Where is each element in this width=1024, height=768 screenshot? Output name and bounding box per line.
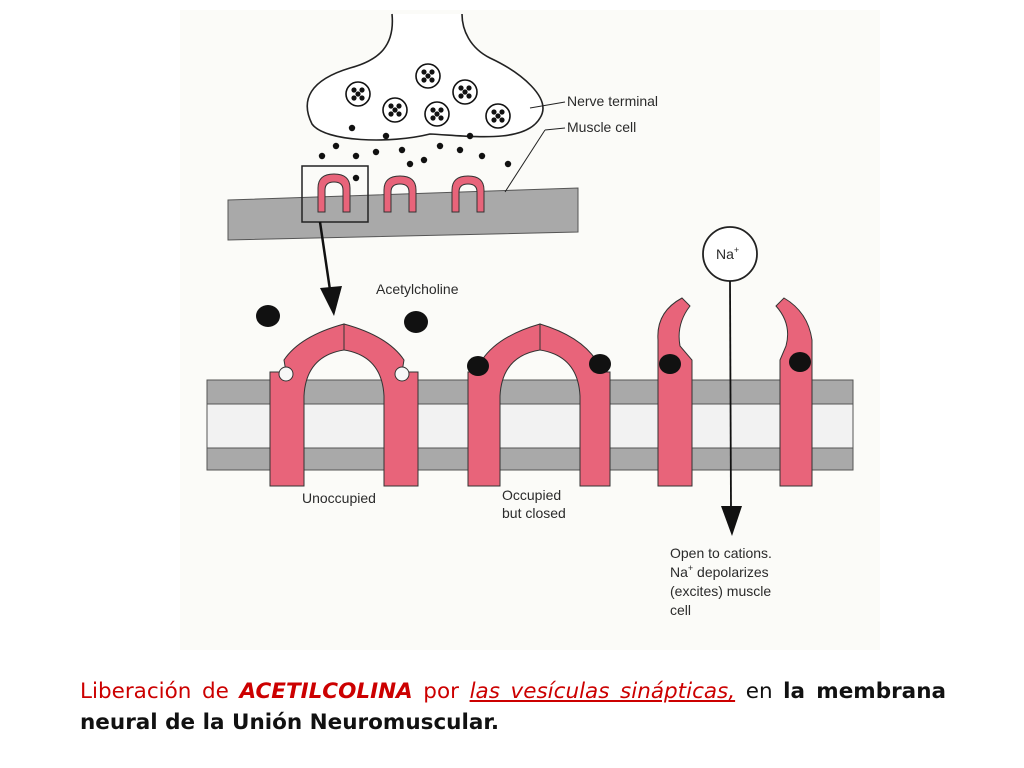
unoccupied-label: Unoccupied xyxy=(302,490,376,506)
acetylcholine-molecule xyxy=(659,354,681,374)
caption-membrana: la membrana neural de la Unión Neuromusc… xyxy=(80,679,947,735)
caption-vesiculas: las vesículas sinápticas, xyxy=(469,679,736,704)
zoom-box xyxy=(301,165,369,223)
occupied-label-line2: but closed xyxy=(502,505,566,521)
small-receptor xyxy=(451,175,485,213)
small-receptor xyxy=(383,175,417,213)
open-to-cations-label: Open to cations. Na+ depolarizes (excite… xyxy=(670,545,772,618)
sodium-flow-arrow-head xyxy=(721,506,742,536)
occupied-label-line1: Occupied xyxy=(502,487,561,503)
acetylcholine-label: Acetylcholine xyxy=(376,281,459,297)
synaptic-vesicles xyxy=(345,63,511,129)
caption-acetilcolina: ACETILCOLINA xyxy=(239,679,413,704)
caption-part-1: Liberación de xyxy=(80,679,240,704)
acetylcholine-dot xyxy=(406,160,414,168)
acetylcholine-dot xyxy=(478,152,486,160)
muscle-cell-label: Muscle cell xyxy=(567,119,636,135)
acetylcholine-molecule xyxy=(789,352,811,372)
acetylcholine-dot xyxy=(420,156,428,164)
acetylcholine-dot xyxy=(372,148,380,156)
acetylcholine-dot xyxy=(352,152,360,160)
open-label-line4: cell xyxy=(670,602,691,618)
slide-caption: Liberación de ACETILCOLINA por las vesíc… xyxy=(80,676,946,738)
muscle-cell-leader xyxy=(504,129,546,193)
caption-part-3: por xyxy=(412,679,470,704)
nerve-terminal-label: Nerve terminal xyxy=(567,93,658,109)
muscle-cell-leader-2 xyxy=(544,127,566,131)
acetylcholine-molecule xyxy=(589,354,611,374)
acetylcholine-dot xyxy=(348,124,356,132)
acetylcholine-dot xyxy=(466,132,474,140)
receptor-unoccupied xyxy=(269,323,419,487)
open-label-line3: (excites) muscle xyxy=(670,583,771,599)
caption-part-5: en xyxy=(735,679,784,704)
synaptic-vesicle xyxy=(382,97,408,123)
sodium-ion-label: Na+ xyxy=(716,245,739,262)
synaptic-vesicle xyxy=(452,79,478,105)
synaptic-vesicle xyxy=(485,103,511,129)
open-label-line1: Open to cations. xyxy=(670,545,772,561)
zoom-arrow-shaft xyxy=(318,221,332,291)
acetylcholine-dot xyxy=(398,146,406,154)
zoom-arrow-head xyxy=(320,286,342,316)
small-receptor xyxy=(317,173,351,213)
acetylcholine-molecule xyxy=(404,311,428,333)
open-label-line2: Na+ depolarizes xyxy=(670,563,769,580)
small-receptors xyxy=(317,173,485,213)
acetylcholine-dot xyxy=(436,142,444,150)
receptor-open xyxy=(657,297,813,487)
released-acetylcholine-dots xyxy=(318,124,512,182)
acetylcholine-molecule xyxy=(467,356,489,376)
acetylcholine-molecule xyxy=(256,305,280,327)
sodium-flow-arrow-shaft xyxy=(729,280,732,511)
muscle-cell-membrane xyxy=(227,187,579,241)
acetylcholine-dot xyxy=(352,174,360,182)
synaptic-vesicle xyxy=(345,81,371,107)
acetylcholine-dot xyxy=(504,160,512,168)
synaptic-vesicle xyxy=(424,101,450,127)
nerve-terminal-leader xyxy=(529,101,566,109)
acetylcholine-molecules xyxy=(256,305,811,376)
acetylcholine-dot xyxy=(382,132,390,140)
acetylcholine-dot xyxy=(332,142,340,150)
synaptic-vesicle xyxy=(415,63,441,89)
acetylcholine-dot xyxy=(318,152,326,160)
acetylcholine-dot xyxy=(456,146,464,154)
